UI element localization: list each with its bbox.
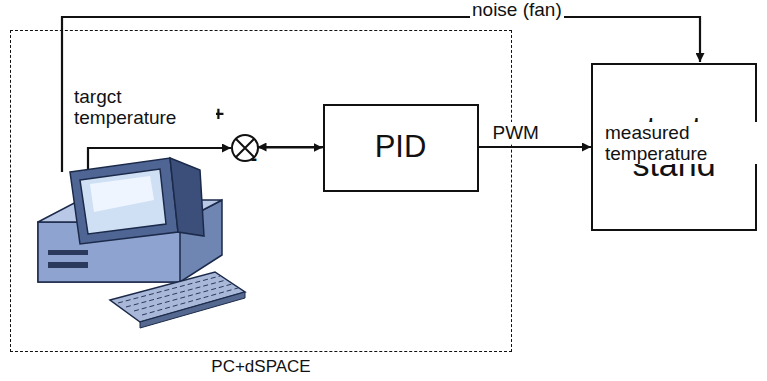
edge-label: measured temperature — [603, 122, 767, 164]
pc-dspace-region: PC+dSPACE+-PID — [10, 30, 512, 352]
computer-illustration — [38, 158, 245, 328]
summing-junction: +- — [231, 134, 259, 162]
region-label: PC+dSPACE — [11, 357, 511, 376]
key-row — [134, 284, 232, 311]
key-row — [126, 280, 226, 307]
minus-sign: - — [251, 148, 258, 168]
key-row — [118, 276, 220, 303]
target-label: targct temperature — [72, 86, 216, 128]
edge-label: PWM — [491, 122, 541, 143]
noise-label: noise (fan) — [470, 0, 564, 20]
block-label: PID — [375, 131, 427, 164]
key-row — [142, 288, 238, 315]
pid-block: PID — [323, 104, 479, 192]
